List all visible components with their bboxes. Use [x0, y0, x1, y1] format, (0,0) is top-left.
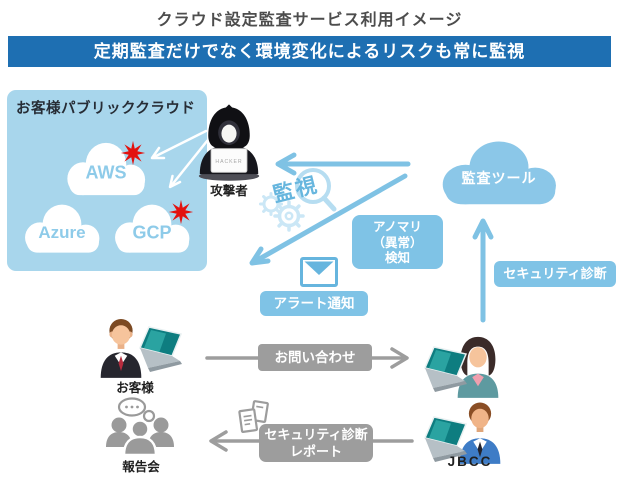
jbcc-woman-icon — [457, 336, 499, 398]
azure-label: Azure — [38, 222, 86, 242]
cloud-shape-icon — [442, 141, 556, 205]
jbcc-man-icon — [459, 402, 501, 464]
report-line1: セキュリティ診断 — [264, 427, 368, 442]
azure-cloud-icon: Azure — [18, 202, 106, 257]
banner: 定期監査だけでなく環境変化によるリスクも常に監視 — [8, 36, 611, 67]
report-line2: レポート — [289, 444, 342, 459]
alert-diagonal-arrowhead-icon — [249, 246, 271, 266]
monitor-arrowhead-icon — [275, 152, 297, 176]
laptop-icon — [423, 416, 468, 462]
envelope-icon — [300, 257, 338, 287]
anomaly-line1: アノマリ — [373, 220, 422, 234]
inquiry-arrowhead-icon — [390, 347, 409, 369]
report-meeting-icon — [106, 397, 174, 457]
anomaly-detection-box: アノマリ （異常） 検知 — [352, 215, 443, 269]
aws-cloud-icon: AWS — [60, 140, 152, 200]
cloud-shape-icon — [115, 204, 190, 253]
customer-label: お客様 — [116, 381, 154, 395]
alert-notification-box: アラート通知 — [260, 291, 368, 316]
report-box: セキュリティ診断 レポート — [259, 424, 373, 462]
laptop-icon — [423, 346, 468, 392]
diagnosis-up-arrowhead-icon — [472, 218, 494, 240]
panel-title: お客様パブリッククラウド — [16, 101, 196, 117]
attacker-label: 攻撃者 — [210, 184, 248, 198]
report-arrowhead-icon — [209, 430, 228, 452]
monitoring-label: 監視 — [270, 173, 321, 207]
inquiry-box: お問い合わせ — [258, 344, 372, 371]
laptop-icon — [138, 326, 183, 372]
gcp-label: GCP — [132, 222, 172, 243]
jbcc-label: JBCC — [447, 454, 493, 469]
aws-label: AWS — [85, 162, 127, 183]
cloud-shape-icon — [25, 204, 100, 253]
anomaly-line3: 検知 — [384, 251, 410, 265]
attack-burst-icon — [120, 140, 146, 166]
anomaly-line2: （異常） — [372, 235, 423, 250]
attack-burst-icon — [168, 199, 194, 225]
report-meeting-label: 報告会 — [122, 460, 160, 474]
page-title: クラウド設定監査サービス利用イメージ — [156, 12, 463, 29]
audit-tool-label: 監査ツール — [461, 170, 537, 186]
hacker-icon: HACKER — [198, 104, 260, 181]
gcp-cloud-icon: GCP — [108, 202, 196, 257]
security-diagnosis-box: セキュリティ診断 — [494, 261, 616, 287]
documents-icon — [238, 400, 269, 434]
customer-person-icon — [100, 318, 142, 378]
audit-tool-cloud-icon: 監査ツール — [432, 138, 566, 210]
cloud-shape-icon — [67, 142, 146, 196]
hacker-laptop-text: HACKER — [215, 159, 242, 165]
